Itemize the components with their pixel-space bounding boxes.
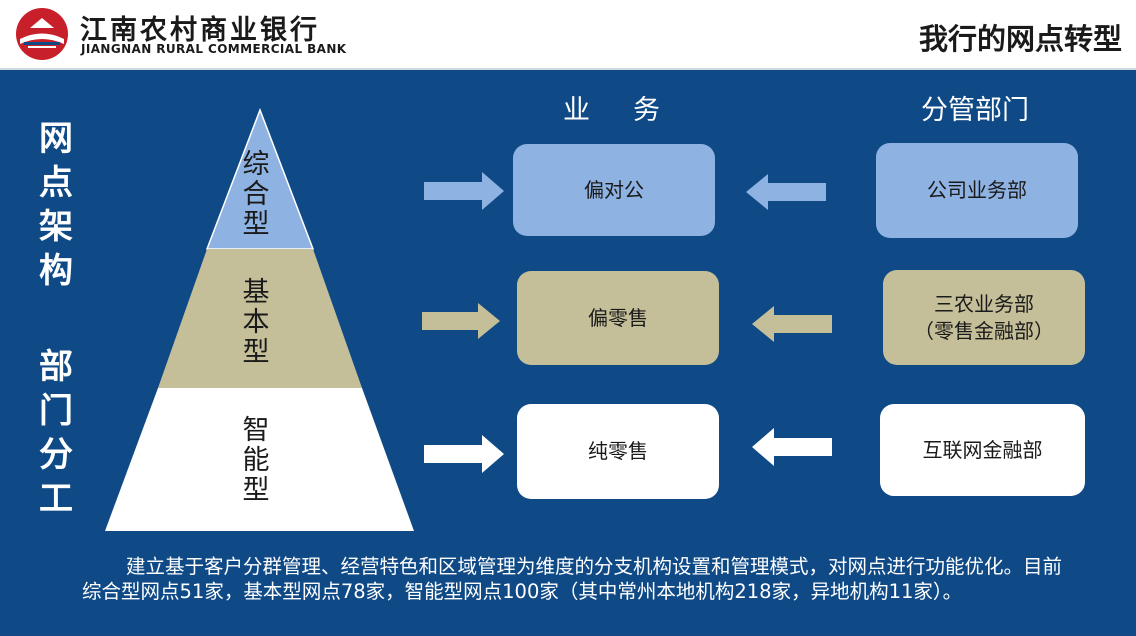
column-heading-department: 分管部门	[921, 95, 1029, 126]
bank-name-english: JIANGNAN RURAL COMMERCIAL BANK	[81, 42, 347, 56]
side-title-char: 网	[39, 119, 73, 159]
department-box-corporate-business: 公司业务部	[876, 143, 1078, 238]
pyramid-tier-comprehensive-label: 综 合 型	[236, 150, 276, 240]
column-heading-business: 业务	[563, 88, 661, 127]
side-title-char: 点	[39, 163, 73, 203]
tier-label-char: 型	[242, 337, 270, 368]
tier-label-char: 本	[242, 307, 270, 338]
header-divider	[0, 68, 1136, 70]
business-box-retail-leaning: 偏零售	[517, 271, 719, 365]
business-box-pure-retail: 纯零售	[517, 404, 719, 499]
pyramid-tier-basic-label: 基 本 型	[236, 278, 276, 368]
tier-label-char: 智	[242, 415, 270, 446]
arrow-right-icon	[422, 303, 500, 339]
side-title-char: 部	[39, 347, 73, 387]
side-title-char: 门	[39, 391, 73, 431]
bank-logo-icon	[16, 8, 68, 60]
side-title-network-structure: 网 点 架 构	[36, 117, 76, 293]
department-box-label: 三农业务部	[934, 291, 1034, 316]
department-box-agriculture-business: 三农业务部 （零售金融部）	[883, 270, 1085, 365]
network-pyramid	[105, 108, 414, 531]
heading-char: 业	[563, 95, 591, 126]
heading-char: 务	[633, 95, 661, 126]
department-box-label: 互联网金融部	[922, 437, 1043, 462]
department-box-internet-finance: 互联网金融部	[880, 404, 1085, 496]
bank-name-chinese: 江南农村商业银行	[80, 15, 320, 46]
department-box-label: 公司业务部	[927, 178, 1027, 202]
side-title-char: 架	[39, 207, 73, 247]
summary-paragraph: 建立基于客户分群管理、经营特色和区域管理为维度的分支机构设置和管理模式，对网点进…	[82, 555, 1063, 603]
pyramid-tier-basic	[158, 249, 362, 388]
header-bar: 江南农村商业银行 JIANGNAN RURAL COMMERCIAL BANK …	[0, 0, 1136, 68]
tier-label-char: 能	[242, 445, 270, 476]
tier-label-char: 型	[242, 209, 270, 240]
arrow-right-icon	[424, 172, 504, 210]
business-box-corporate: 偏对公	[513, 144, 715, 236]
arrow-left-icon	[752, 428, 832, 466]
side-title-char: 工	[39, 479, 73, 519]
business-box-label: 偏零售	[588, 305, 648, 330]
side-title-char: 分	[39, 435, 73, 475]
pyramid-tier-smart-label: 智 能 型	[236, 416, 276, 506]
arrow-left-icon	[746, 174, 826, 210]
tier-label-char: 综	[242, 149, 270, 180]
page-title: 我行的网点转型	[918, 22, 1122, 56]
side-title-department-division: 部 门 分 工	[36, 345, 76, 521]
business-box-label: 偏对公	[584, 177, 644, 202]
tier-label-char: 型	[242, 475, 270, 506]
pyramid-tier-smart	[105, 388, 414, 531]
arrow-left-icon	[752, 306, 832, 342]
side-title-char: 构	[39, 251, 73, 291]
business-box-label: 纯零售	[588, 439, 648, 463]
arrow-right-icon	[424, 435, 504, 473]
tier-label-char: 基	[242, 277, 270, 308]
department-box-sublabel: （零售金融部）	[914, 318, 1054, 343]
tier-label-char: 合	[242, 179, 270, 210]
